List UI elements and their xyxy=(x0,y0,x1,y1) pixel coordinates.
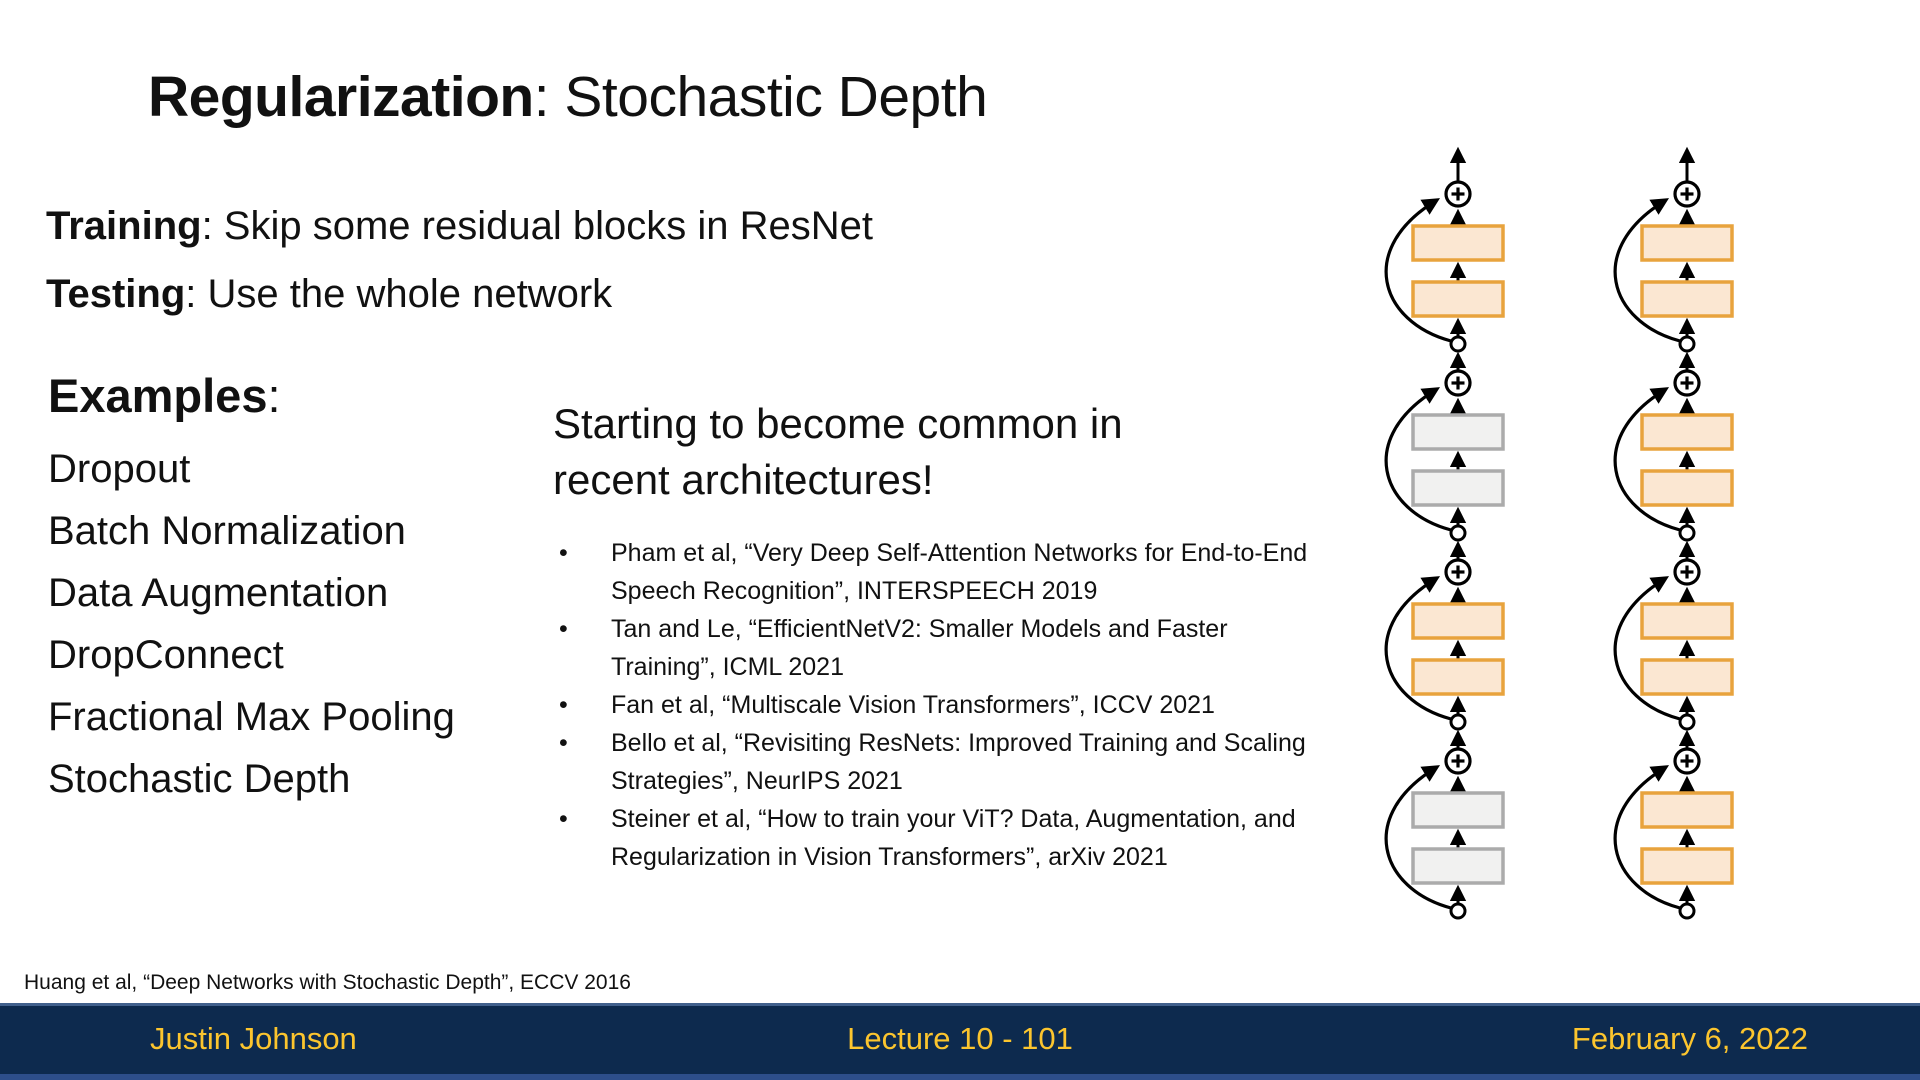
slide-title-bold: Regularization xyxy=(148,65,534,129)
list-item: Data Augmentation xyxy=(48,571,389,615)
footer-accent-strip xyxy=(0,1074,1920,1080)
testing-text: : Use the whole network xyxy=(185,272,613,316)
testing-point: Testing: Use the whole network xyxy=(46,260,873,328)
list-item: Fractional Max Pooling xyxy=(48,695,455,739)
training-point: Training: Skip some residual blocks in R… xyxy=(46,192,873,260)
examples-list: Dropout Batch Normalization Data Augment… xyxy=(48,438,455,810)
citation-list: Pham et al, “Very Deep Self-Attention Ne… xyxy=(553,534,1313,876)
footer-author: Justin Johnson xyxy=(150,1021,357,1056)
citation-item: Steiner et al, “How to train your ViT? D… xyxy=(553,800,1311,876)
examples-heading-bold: Examples xyxy=(48,369,268,422)
citation-item: Fan et al, “Multiscale Vision Transforme… xyxy=(553,686,1311,724)
examples-heading-colon: : xyxy=(267,369,281,422)
footnote-citation: Huang et al, “Deep Networks with Stochas… xyxy=(24,971,631,994)
footer-bar: Justin Johnson Lecture 10 - 101 February… xyxy=(0,1003,1920,1080)
callout-text: Starting to become common in recent arch… xyxy=(553,396,1123,508)
citation-item: Pham et al, “Very Deep Self-Attention Ne… xyxy=(553,534,1311,610)
citation-item: Tan and Le, “EfficientNetV2: Smaller Mod… xyxy=(553,610,1311,686)
list-item: Stochastic Depth xyxy=(48,757,351,801)
list-item: DropConnect xyxy=(48,633,284,677)
list-item: Dropout xyxy=(48,447,191,491)
footer-row: Justin Johnson Lecture 10 - 101 February… xyxy=(0,1006,1920,1072)
testing-label: Testing xyxy=(46,272,186,316)
callout-line-1: Starting to become common in xyxy=(553,400,1123,447)
citation-item: Bello et al, “Revisiting ResNets: Improv… xyxy=(553,724,1311,800)
list-item: Batch Normalization xyxy=(48,509,406,553)
slide-title: Regularization: Stochastic Depth xyxy=(148,64,988,130)
training-text: : Skip some residual blocks in ResNet xyxy=(201,204,873,248)
examples-heading: Examples: xyxy=(48,368,281,423)
slide-title-rest: : Stochastic Depth xyxy=(533,65,988,129)
training-label: Training xyxy=(46,204,202,248)
footer-lecture-number: Lecture 10 - 101 xyxy=(847,1021,1073,1056)
callout-line-2: recent architectures! xyxy=(553,456,934,503)
footer-date: February 6, 2022 xyxy=(1571,1021,1808,1056)
key-points: Training: Skip some residual blocks in R… xyxy=(46,192,873,328)
stochastic-depth-diagram xyxy=(1384,146,1734,920)
